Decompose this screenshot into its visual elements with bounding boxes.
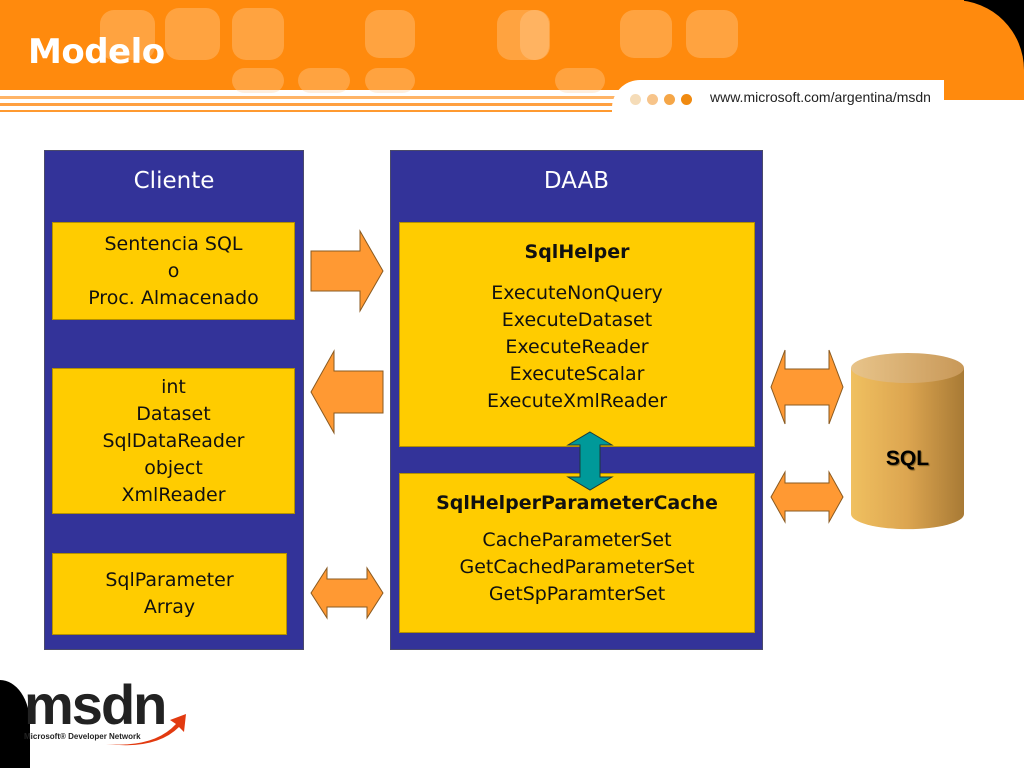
cache-db-arrow [770, 470, 844, 524]
list-item: int [161, 375, 186, 398]
list-item: Sentencia SQL [104, 232, 243, 255]
double-arrow-icon [770, 349, 844, 425]
dot-icon [630, 94, 641, 105]
list-item: ExecuteDataset [501, 309, 653, 331]
list-item: CacheParameterSet [482, 529, 672, 551]
list-item: object [144, 456, 203, 479]
parameter-arrow [310, 566, 384, 620]
list-item: ExecuteNonQuery [491, 282, 663, 304]
helper-db-arrow [770, 349, 844, 425]
list-item: Dataset [136, 402, 211, 425]
logo-arrow-icon [106, 714, 186, 746]
logo-text: msdn [24, 673, 167, 736]
list-item: Array [143, 596, 196, 618]
list-item: Proc. Almacenado [88, 286, 259, 309]
list-item: ExecuteXmlReader [486, 390, 668, 412]
header-banner [0, 0, 1024, 93]
result-arrow [310, 349, 384, 435]
helper-cache-arrow [566, 431, 614, 491]
list-item: GetCachedParameterSet [459, 556, 695, 578]
list-item: SqlDataReader [102, 429, 245, 452]
list-item: o [167, 259, 180, 282]
double-arrow-icon [770, 470, 844, 524]
vertical-double-arrow-icon [566, 431, 614, 491]
sql-label: SQL [885, 447, 930, 470]
list-item: GetSpParamterSet [488, 583, 666, 605]
dot-icon [647, 94, 658, 105]
list-item: ExecuteReader [505, 336, 649, 358]
request-arrow [310, 229, 384, 313]
list-item: SqlParameter [105, 569, 234, 591]
parametercache-box: SqlHelperParameterCache CacheParameterSe… [399, 473, 755, 633]
dot-icon [681, 94, 692, 105]
double-arrow-icon [310, 566, 384, 620]
list-item: XmlReader [121, 483, 226, 506]
slide-title: Modelo [28, 32, 165, 72]
cliente-title: Cliente [133, 168, 215, 194]
sqlhelper-title: SqlHelper [524, 241, 630, 263]
sql-database-icon [851, 353, 964, 530]
dot-icon [664, 94, 675, 105]
right-arrow-icon [310, 229, 384, 313]
logo-subtitle: Microsoft® Developer Network [24, 732, 141, 741]
daab-title: DAAB [543, 168, 610, 194]
left-arrow-icon [310, 349, 384, 435]
website-url: www.microsoft.com/argentina/msdn [710, 89, 931, 105]
decorative-dots [630, 94, 692, 105]
msdn-logo: msdn Microsoft® Developer Network [24, 673, 186, 746]
list-item: ExecuteScalar [509, 363, 645, 385]
parametercache-title: SqlHelperParameterCache [436, 492, 718, 514]
